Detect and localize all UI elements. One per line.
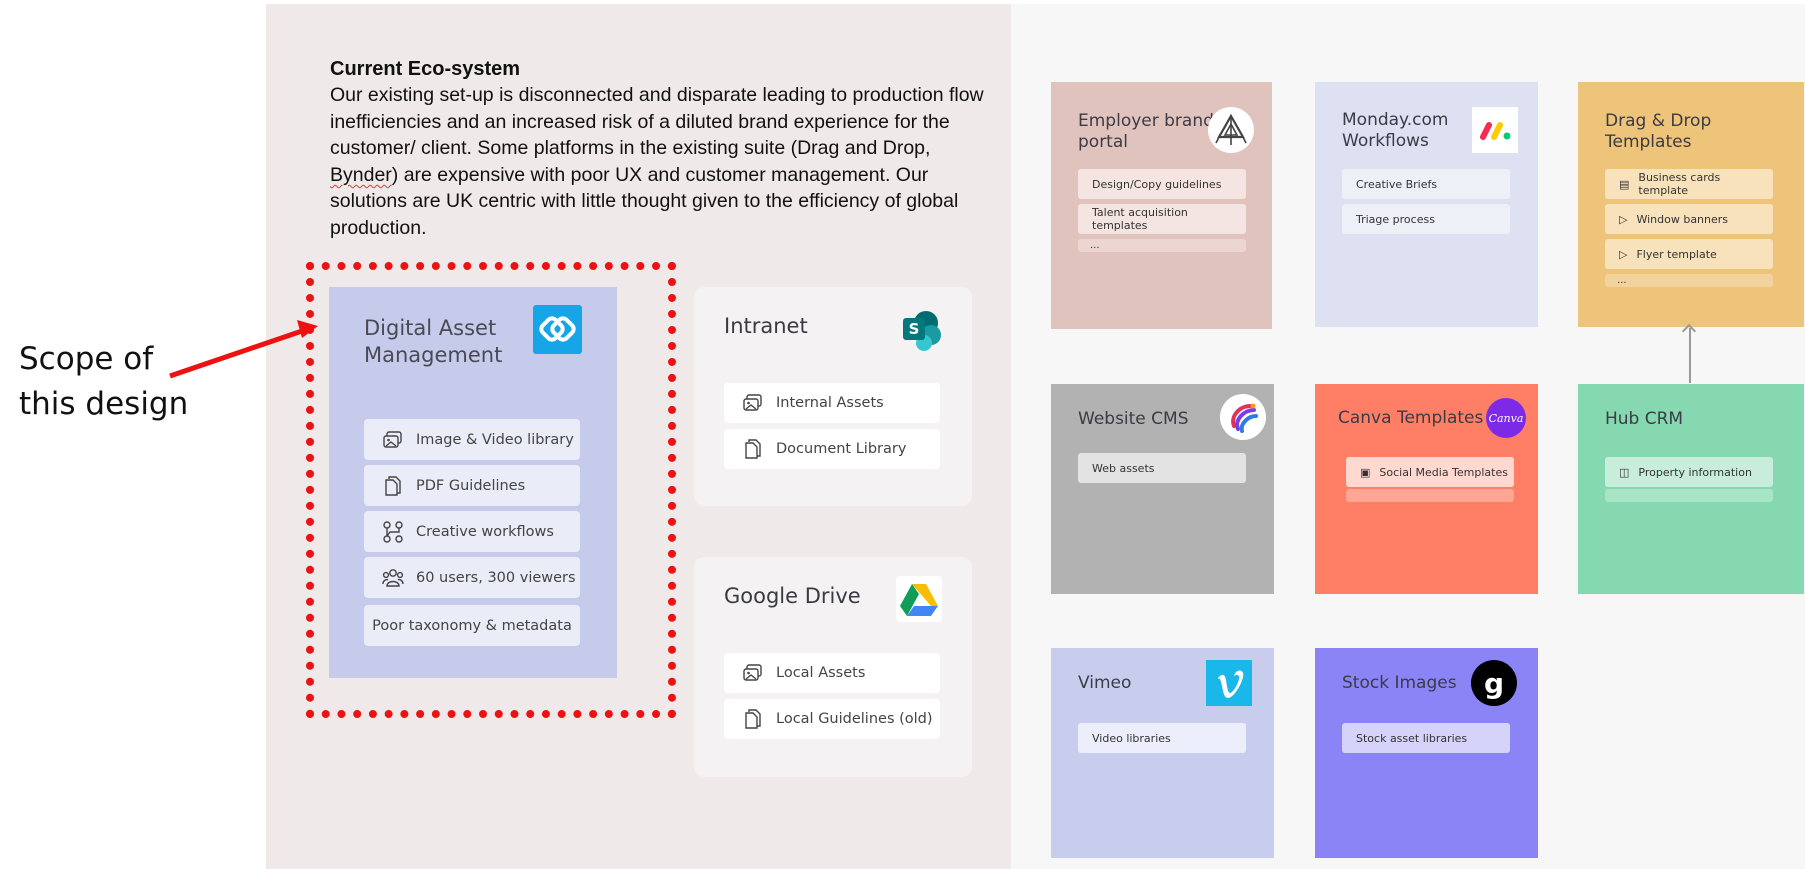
dam-item-label: 60 users, 300 viewers: [416, 569, 576, 586]
dam-item-label: Creative workflows: [416, 523, 554, 540]
employer-row-more: ...: [1078, 239, 1246, 252]
website-cms-card[interactable]: Website CMS Web assets: [1051, 384, 1274, 594]
dam-item[interactable]: 60 users, 300 viewers: [364, 557, 580, 598]
stock-images-card[interactable]: Stock Images g Stock asset libraries: [1315, 648, 1538, 858]
drag-drop-templates-title: Drag & Drop Templates: [1605, 111, 1712, 152]
drag-drop-row-more: ...: [1605, 274, 1773, 287]
google-drive-card[interactable]: Google Drive Local Assets Local Guidelin…: [694, 557, 972, 777]
employer-row[interactable]: Talent acquisition templates: [1078, 204, 1246, 234]
dam-item[interactable]: Creative workflows: [364, 511, 580, 552]
drag-drop-row-label: Business cards template: [1638, 171, 1721, 197]
intro-paragraph: Our existing set-up is disconnected and …: [330, 82, 990, 242]
intranet-item-label: Document Library: [776, 441, 907, 457]
drag-drop-row[interactable]: ▷ Flyer template: [1605, 239, 1773, 269]
cms-row[interactable]: Web assets: [1078, 453, 1246, 483]
vimeo-logo-icon: [1206, 660, 1252, 706]
document-icon: [382, 475, 404, 497]
dam-item[interactable]: Poor taxonomy & metadata: [364, 605, 580, 646]
dam-item-label: Poor taxonomy & metadata: [372, 617, 572, 634]
workflow-icon: [382, 520, 404, 543]
google-drive-item-label: Local Assets: [776, 665, 866, 681]
document-icon: [742, 438, 764, 460]
monday-logo-icon: [1472, 107, 1518, 153]
users-icon: [382, 567, 404, 589]
svg-text:S: S: [909, 320, 920, 338]
intranet-item[interactable]: Document Library: [724, 429, 940, 469]
intro-text: Current Eco-system Our existing set-up i…: [330, 56, 990, 242]
dam-item-label: PDF Guidelines: [416, 477, 526, 494]
canva-row-placeholder: [1346, 489, 1514, 502]
cms-logo-icon: [1220, 394, 1266, 440]
canva-logo-icon: Canva: [1486, 398, 1526, 438]
canva-row-label: Social Media Templates: [1379, 465, 1508, 479]
employer-brand-portal-title: Employer brand portal: [1078, 111, 1214, 152]
vimeo-title: Vimeo: [1078, 673, 1132, 693]
website-cms-title: Website CMS: [1078, 409, 1189, 429]
social-media-icon: ▣: [1360, 465, 1371, 479]
image-library-icon: [742, 662, 764, 684]
drag-drop-row-label: Flyer template: [1636, 247, 1717, 261]
dam-item-label: Image & Video library: [416, 431, 574, 448]
banner-icon: ▷: [1619, 212, 1628, 226]
employer-row[interactable]: Design/Copy guidelines: [1078, 169, 1246, 199]
getty-logo-icon: g: [1471, 660, 1517, 706]
intranet-card[interactable]: Intranet S Internal Assets Document Libr…: [694, 287, 972, 506]
stock-row[interactable]: Stock asset libraries: [1342, 723, 1510, 753]
vimeo-row[interactable]: Video libraries: [1078, 723, 1246, 753]
dam-title: Digital Asset Management: [364, 316, 503, 367]
scope-dashed-border: [306, 262, 676, 718]
google-drive-item[interactable]: Local Guidelines (old): [724, 699, 940, 739]
intranet-item-label: Internal Assets: [776, 395, 884, 411]
scope-annotation-line1: Scope of: [19, 341, 154, 377]
document-icon: [742, 708, 764, 730]
vimeo-card[interactable]: Vimeo Video libraries: [1051, 648, 1274, 858]
intro-heading: Current Eco-system: [330, 58, 521, 80]
scope-annotation: Scope of this design: [19, 337, 188, 427]
google-drive-title: Google Drive: [724, 584, 861, 608]
business-card-icon: ▤: [1619, 177, 1630, 191]
monday-workflows-title: Monday.com Workflows: [1342, 110, 1449, 151]
drag-drop-row[interactable]: ▤ Business cards template: [1605, 169, 1773, 199]
stock-images-title: Stock Images: [1342, 673, 1457, 693]
hub-crm-row[interactable]: ◫ Property information: [1605, 457, 1773, 487]
employer-portal-logo-icon: [1208, 107, 1254, 153]
flyer-icon: ▷: [1619, 247, 1628, 261]
dam-item[interactable]: Image & Video library: [364, 419, 580, 460]
drag-drop-row-label: Window banners: [1636, 212, 1729, 226]
image-library-icon: [382, 429, 404, 451]
hub-crm-card[interactable]: Hub CRM ◫ Property information: [1578, 384, 1804, 594]
hub-crm-row-placeholder: [1605, 489, 1773, 502]
property-icon: ◫: [1619, 465, 1630, 479]
drag-drop-row[interactable]: ▷ Window banners: [1605, 204, 1773, 234]
employer-brand-portal-card[interactable]: Employer brand portal Design/Copy guidel…: [1051, 82, 1272, 329]
google-drive-item-label: Local Guidelines (old): [776, 711, 933, 727]
intro-paragraph-end: ) are expensive with poor UX and custome…: [330, 163, 959, 239]
intro-paragraph-start: Our existing set-up is disconnected and …: [330, 84, 984, 160]
monday-row[interactable]: Triage process: [1342, 204, 1510, 234]
dam-item[interactable]: PDF Guidelines: [364, 465, 580, 506]
canva-templates-card[interactable]: Canva Templates Canva ▣ Social Media Temp…: [1315, 384, 1538, 594]
sharepoint-logo-icon: S: [899, 307, 945, 353]
monday-row[interactable]: Creative Briefs: [1342, 169, 1510, 199]
intranet-title: Intranet: [724, 314, 808, 338]
google-drive-logo-icon: [896, 576, 942, 622]
intro-paragraph-bynder: Bynder: [330, 163, 392, 186]
dam-logo-icon: [533, 305, 582, 354]
scope-arrow-line: [169, 328, 303, 379]
hub-crm-title: Hub CRM: [1605, 409, 1684, 429]
monday-workflows-card[interactable]: Monday.com Workflows Creative Briefs Tri…: [1315, 82, 1538, 327]
hub-crm-row-label: Property information: [1638, 465, 1752, 479]
scope-annotation-line2: this design: [19, 386, 189, 422]
canva-templates-title: Canva Templates: [1338, 408, 1484, 428]
drag-drop-templates-card[interactable]: Drag & Drop Templates ▤ Business cards te…: [1578, 82, 1804, 327]
canva-row[interactable]: ▣ Social Media Templates: [1346, 457, 1514, 487]
hub-crm-to-dragdrop-arrow: [1689, 328, 1691, 383]
google-drive-item[interactable]: Local Assets: [724, 653, 940, 693]
image-library-icon: [742, 392, 764, 414]
intranet-item[interactable]: Internal Assets: [724, 383, 940, 423]
